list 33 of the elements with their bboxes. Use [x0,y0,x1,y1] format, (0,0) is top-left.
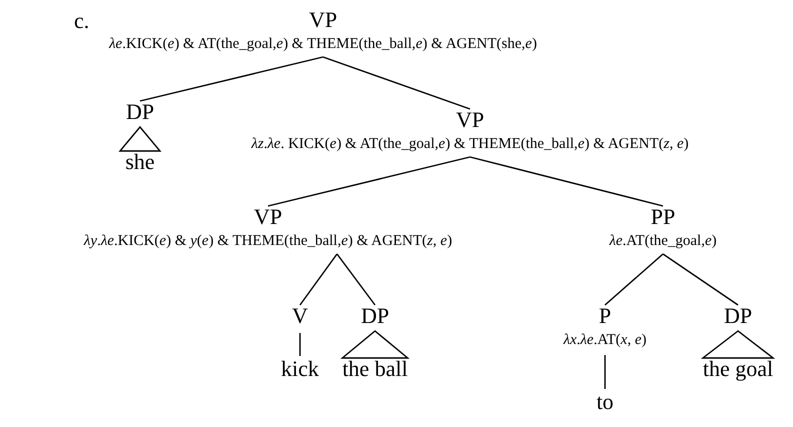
branch-line [604,355,606,389]
branch-line [299,254,338,306]
branch-line [299,333,301,356]
triangle-roof [700,330,776,359]
node-label: PP [650,205,676,229]
node-label: VP [254,205,282,229]
branch-line [268,156,470,207]
node-label: P [598,304,612,328]
node-label: to [596,390,614,414]
branch-line [322,56,470,110]
branch-line [662,253,738,306]
node-label: the ball [342,357,408,381]
node-label: DP [360,304,390,328]
branch-line [470,156,664,207]
branch-line [604,253,664,306]
node-label: DP [126,100,154,124]
triangle-roof [340,330,410,359]
branch-line [336,254,376,306]
semantic-formula: λe.KICK(e) & AT(the_goal,e) & THEME(the_ball,e) & AGENT(she,e) [109,35,537,54]
node-label: DP [724,304,752,328]
semantic-formula: λz.λe. KICK(e) & AT(the_goal,e) & THEME(the_ball,e) & AGENT(z, e) [251,135,689,154]
semantic-formula: λx.λe.AT(x, e) [564,331,646,350]
triangle-roof [118,126,162,152]
node-label: V [292,304,308,328]
node-label: she [125,150,155,174]
semantic-formula: λy.λe.KICK(e) & y(e) & THEME(the_ball,e) & AGENT(z, e) [84,232,452,251]
branch-line [140,56,324,102]
example-letter: c. [74,8,90,34]
node-label: kick [281,357,319,381]
semantic-formula: λe.AT(the_goal,e) [609,232,717,251]
node-label: VP [456,108,484,132]
node-label: VP [308,8,338,32]
node-label: the goal [702,357,774,381]
